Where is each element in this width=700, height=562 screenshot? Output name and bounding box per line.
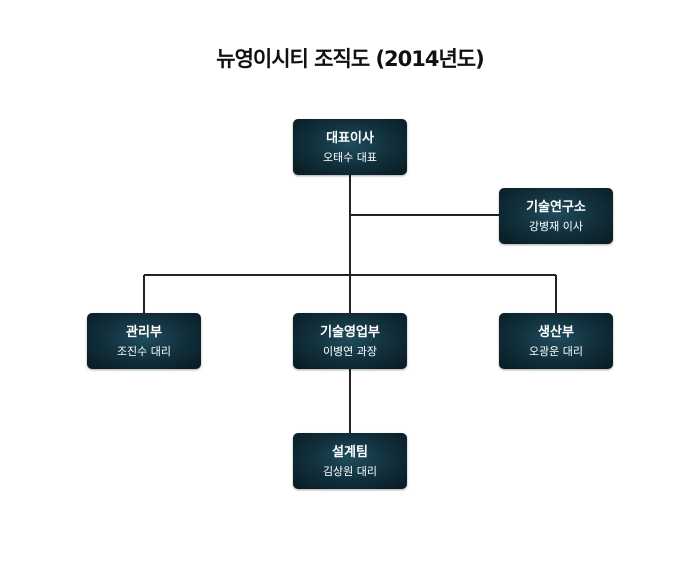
node-design-name: 설계팀 — [332, 444, 368, 460]
node-sales: 기술영업부 이병연 과장 — [293, 313, 407, 369]
node-sales-person: 이병연 과장 — [322, 344, 378, 358]
node-production-name: 생산부 — [538, 324, 574, 340]
chart-title: 뉴영이시티 조직도 (2014년도) — [216, 47, 484, 71]
node-rnd: 기술연구소 강병재 이사 — [499, 188, 613, 244]
node-design-person: 김상원 대리 — [322, 464, 378, 478]
node-admin: 관리부 조진수 대리 — [87, 313, 201, 369]
node-rnd-name: 기술연구소 — [526, 199, 586, 215]
node-ceo-person: 오태수 대표 — [322, 150, 378, 164]
node-admin-name: 관리부 — [126, 324, 162, 340]
node-admin-person: 조진수 대리 — [116, 344, 172, 358]
node-sales-name: 기술영업부 — [320, 324, 380, 340]
node-ceo-name: 대표이사 — [326, 130, 374, 146]
node-ceo: 대표이사 오태수 대표 — [293, 119, 407, 175]
node-rnd-person: 강병재 이사 — [528, 219, 584, 233]
node-production-person: 오광운 대리 — [528, 344, 584, 358]
node-production: 생산부 오광운 대리 — [499, 313, 613, 369]
node-design: 설계팀 김상원 대리 — [293, 433, 407, 489]
